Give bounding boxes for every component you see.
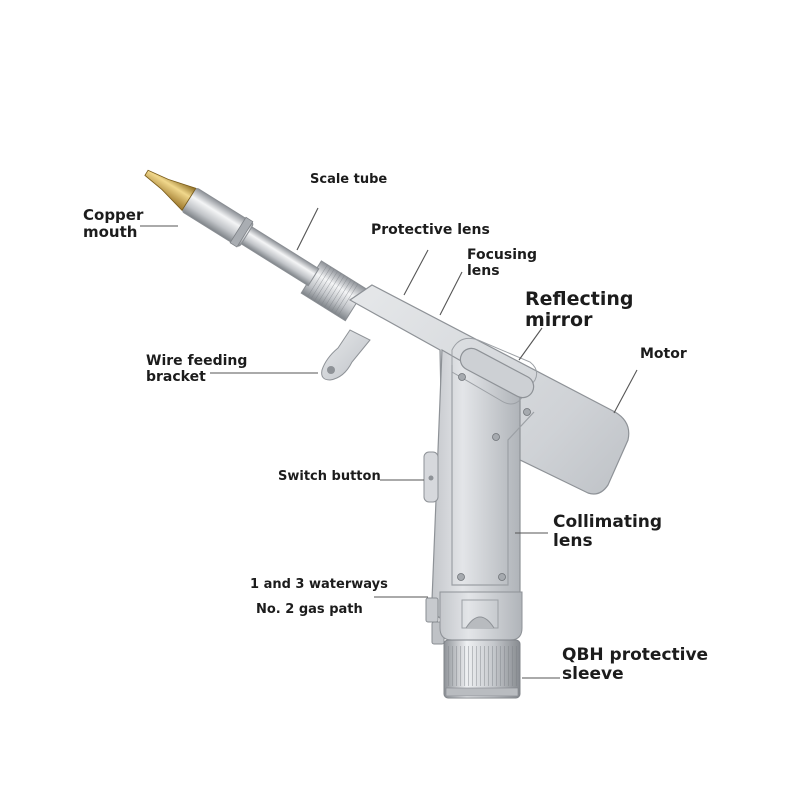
- leader-scale-tube: [296, 207, 319, 251]
- bracket-hole: [327, 366, 335, 374]
- leader-protective-lens: [403, 249, 429, 296]
- label-wire-feeding-bracket-line2: bracket: [146, 368, 206, 385]
- label-waterways: 1 and 3 waterways: [250, 577, 388, 592]
- leader-lines: [140, 207, 638, 679]
- side-cover-plate: [451, 337, 538, 405]
- screw-3: [492, 433, 500, 441]
- front-collar-knurl: [305, 263, 360, 317]
- label-copper-mouth-line1: Copper: [83, 206, 144, 224]
- label-reflecting-mirror-line2: mirror: [525, 309, 593, 332]
- label-collimating-lens: Collimating lens: [553, 512, 663, 552]
- label-wire-feeding-bracket-line1: Wire feeding: [146, 353, 248, 369]
- label-reflecting-mirror: Reflecting mirror: [525, 288, 634, 332]
- qbh-sleeve-bottom-ring: [445, 687, 519, 697]
- label-collimating-lens-line2: lens: [553, 531, 593, 552]
- label-collimating-lens-line1: Collimating: [553, 512, 663, 532]
- leader-motor: [613, 369, 638, 414]
- leader-focusing-lens: [439, 271, 463, 316]
- label-qbh-protective-sleeve: QBH protective sleeve: [562, 645, 709, 685]
- label-switch-button: Switch button: [278, 469, 381, 484]
- label-focusing-lens-line1: Focusing: [467, 247, 537, 263]
- switch-button-dot: [428, 475, 434, 481]
- scale-tube-body: [238, 224, 320, 287]
- scale-tube-front: [182, 188, 254, 247]
- label-copper-mouth: Copper mouth: [83, 207, 143, 241]
- label-focusing-lens-line2: lens: [467, 262, 500, 279]
- label-wire-feeding-bracket: Wire feeding bracket: [146, 353, 248, 385]
- label-scale-tube: Scale tube: [310, 172, 388, 187]
- label-gas-path: No. 2 gas path: [256, 602, 363, 617]
- cover-plate-outline: [451, 365, 535, 586]
- nozzle-assembly: [144, 169, 367, 322]
- screw-4: [457, 573, 465, 581]
- label-reflecting-mirror-line1: Reflecting: [525, 288, 634, 310]
- screw-5: [498, 573, 506, 581]
- screw-1: [458, 373, 466, 381]
- label-protective-lens: Protective lens: [371, 222, 490, 238]
- handle-base-block: [439, 591, 523, 641]
- base-window: [461, 599, 499, 629]
- label-motor: Motor: [640, 346, 687, 362]
- waterway-fitting: [425, 597, 439, 623]
- label-copper-mouth-line2: mouth: [83, 222, 138, 241]
- mirror-slot: [459, 347, 535, 399]
- label-focusing-lens: Focusing lens: [467, 247, 537, 279]
- scale-tube-ring: [229, 216, 254, 248]
- label-qbh-protective-sleeve-line1: QBH protective: [562, 645, 709, 665]
- leader-reflecting-mirror: [518, 327, 543, 361]
- copper-mouth-shape: [144, 169, 197, 211]
- qbh-sleeve-knurl: [446, 646, 518, 686]
- label-qbh-protective-sleeve-line2: sleeve: [562, 664, 624, 685]
- screw-2: [523, 408, 531, 416]
- base-arc: [465, 616, 495, 629]
